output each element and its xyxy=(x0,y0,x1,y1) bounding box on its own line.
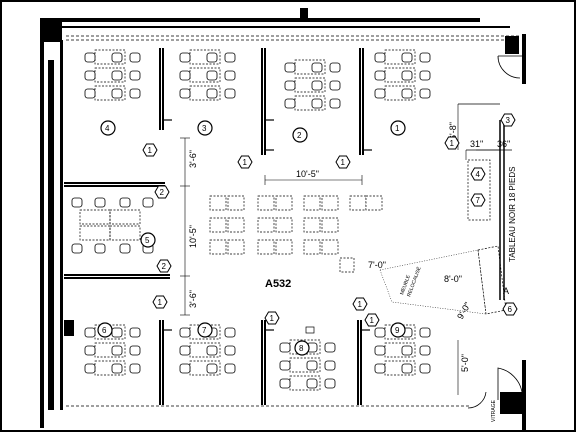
hex-tag: 1 xyxy=(264,311,280,325)
circle-tag: 2 xyxy=(292,127,308,143)
window-lines xyxy=(66,35,520,407)
hex-tag: 1 xyxy=(352,297,368,311)
circle-tag-label: 4 xyxy=(105,124,110,133)
circle-tag-label: 5 xyxy=(145,236,150,245)
hex-tag: 6 xyxy=(502,302,518,316)
hex-tag-label: 3 xyxy=(506,116,511,125)
hex-tag-label: 2 xyxy=(162,262,167,271)
workstation-cluster xyxy=(284,59,341,111)
workstation-cluster xyxy=(84,49,141,101)
circle-tag-label: 9 xyxy=(395,326,400,335)
hex-tag: 7 xyxy=(470,193,486,207)
circle-tag: 7 xyxy=(197,322,213,338)
dim-door-depth: 5'-0" xyxy=(460,354,470,372)
central-desks xyxy=(209,195,383,255)
circle-tag: 3 xyxy=(197,120,213,136)
outer-walls xyxy=(40,8,526,430)
hex-tag: 1 xyxy=(142,143,158,157)
circle-tag-label: 1 xyxy=(395,124,400,133)
hex-tag: 2 xyxy=(156,259,172,273)
circle-tag: 6 xyxy=(97,322,113,338)
partitions xyxy=(64,48,364,405)
dim-sight-7: 7'-0" xyxy=(368,260,386,270)
hex-tag-label: 4 xyxy=(476,170,481,179)
partition-caps xyxy=(163,119,372,331)
hex-tag-label: 1 xyxy=(148,146,153,155)
circle-tag: 9 xyxy=(390,322,406,338)
hex-tag-label: 6 xyxy=(508,305,513,314)
workstation-cluster xyxy=(179,49,236,101)
dim-31: 31" xyxy=(470,139,483,149)
circle-tag-label: 7 xyxy=(202,326,207,335)
hex-tag: 1 xyxy=(237,155,253,169)
circle-tag-label: 6 xyxy=(102,326,107,335)
hex-tag-label: 1 xyxy=(341,158,346,167)
hex-tag: 3 xyxy=(500,113,516,127)
hex-tag: 4 xyxy=(470,167,486,181)
dimension-lines xyxy=(180,104,500,395)
hex-tag: 1 xyxy=(444,136,460,150)
hex-tag: 2 xyxy=(154,185,170,199)
circle-tag-label: 3 xyxy=(202,124,207,133)
vitrage-label: VITRAGE xyxy=(491,399,497,422)
dim-center-width: 10'-5" xyxy=(296,169,319,179)
circle-tag: 5 xyxy=(140,232,156,248)
dim-left-top: 3'-6" xyxy=(188,150,198,168)
hex-tag: 1 xyxy=(152,295,168,309)
dim-sight-8: 8'-0" xyxy=(444,274,462,284)
hex-tag-label: 1 xyxy=(358,300,363,309)
hex-tag-label: 1 xyxy=(158,298,163,307)
hex-tag-label: 1 xyxy=(243,158,248,167)
circle-tag: 1 xyxy=(390,120,406,136)
corner-marker: A xyxy=(503,286,509,296)
circle-tag-label: 2 xyxy=(297,131,302,140)
workstation-cluster xyxy=(374,49,431,101)
hex-tag-label: 2 xyxy=(160,188,165,197)
dim-front-depth: 6'-8" xyxy=(448,122,458,140)
circle-tag-label: 8 xyxy=(299,344,304,353)
circle-tag: 4 xyxy=(100,120,116,136)
workstation-cluster xyxy=(84,324,141,376)
room-number: A532 xyxy=(265,278,291,290)
dim-left-mid: 10'-5" xyxy=(188,225,198,248)
hex-tag-label: 1 xyxy=(270,314,275,323)
blackboard-label: TABLEAU NOIR 18 PIEDS xyxy=(508,167,517,262)
hex-tag: 1 xyxy=(335,155,351,169)
hex-tag-label: 1 xyxy=(450,139,455,148)
door-swings xyxy=(467,55,523,409)
dim-36: 36" xyxy=(497,139,510,149)
hex-tag-label: 1 xyxy=(370,316,375,325)
circle-tag: 8 xyxy=(294,340,310,356)
hex-tag: 1 xyxy=(364,313,380,327)
hex-tag-label: 7 xyxy=(476,196,481,205)
dim-left-bottom: 3'-6" xyxy=(188,290,198,308)
